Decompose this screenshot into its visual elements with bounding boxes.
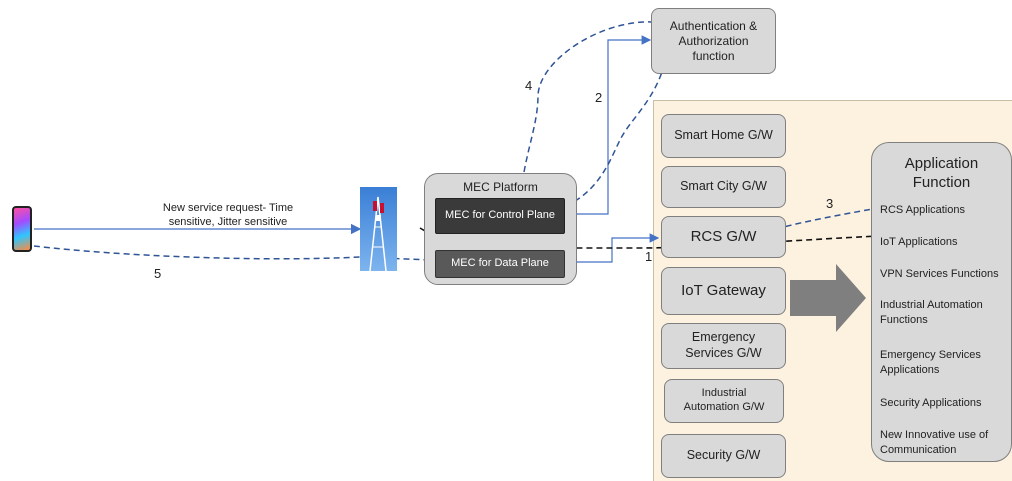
app-item-emergency: Emergency Services Applications [880,349,981,376]
control-to-auth-line [566,35,652,215]
gateway-emergency-services: Emergency Services G/W [661,323,786,369]
data-to-rcs-line [566,233,660,263]
control-to-auth-dashed-line [565,71,663,207]
gateway-smart-city: Smart City G/W [661,166,786,208]
gateway-iot: IoT Gateway [661,267,786,315]
app-item-rcs: RCS Applications [880,204,965,216]
app-item-new-innovative: New Innovative use of Communication [880,429,989,456]
mec-platform-title: MEC Platform [463,180,538,194]
step-label-5: 5 [154,266,162,281]
tower-to-iot-dashed-line [419,227,879,249]
gateway-industrial-automation: Industrial Automation G/W [664,379,784,423]
application-function-box: Application Function [871,142,1012,462]
application-function-title: Application Function [904,155,979,191]
step-label-2: 2 [595,90,603,105]
app-item-industrial: Industrial Automation Functions [880,299,983,326]
step-label-1: 1 [645,249,653,264]
step-label-3: 3 [826,196,834,211]
gateway-security: Security G/W [661,434,786,478]
auth-function-box: Authentication & Authorization function [651,8,776,74]
cell-tower-icon [360,187,397,271]
mec-data-plane: MEC for Data Plane [435,250,565,278]
mec-to-auth-dashed-line [523,21,653,173]
app-item-security: Security Applications [880,397,982,409]
app-item-iot: IoT Applications [880,236,958,248]
request-label: New service request- Time sensitive, Jit… [162,202,294,229]
gateway-smart-home: Smart Home G/W [661,114,786,158]
step-label-4: 4 [525,78,533,93]
phone-icon [12,206,32,252]
app-item-vpn: VPN Services Functions [880,268,999,280]
auth-function-label: Authentication & Authorization function [669,18,758,63]
mec-control-plane: MEC for Control Plane [435,198,565,234]
gateway-rcs: RCS G/W [661,216,786,258]
